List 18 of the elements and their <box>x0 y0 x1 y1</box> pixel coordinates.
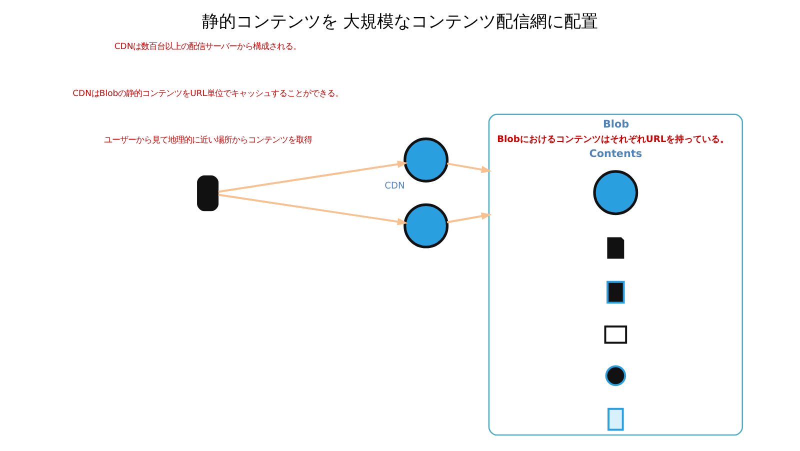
label: CDNは数百台以上の配信サーバーから構成される。 <box>114 40 302 51</box>
label: CDNはBlobの静的コンテンツをURL単位でキャッシュすることができる。 <box>72 88 343 98</box>
node-film <box>608 408 624 431</box>
node-globe <box>593 170 638 216</box>
node-notebook <box>606 280 625 304</box>
arrow <box>218 194 408 226</box>
node-person <box>197 175 219 212</box>
arrow <box>446 162 492 174</box>
node-globe <box>404 203 449 248</box>
node-label: CDN <box>384 181 405 192</box>
cluster: Blob BlobにおけるコンテンツはそれぞれURLを持っている。 Contents <box>488 114 744 436</box>
arrow <box>446 212 492 224</box>
diagram-title: 静的コンテンツを 大規模なコンテンツ配信網に配置 <box>202 10 598 31</box>
arrow <box>218 160 408 193</box>
label: ユーザーから見て地理的に近い場所からコンテンツを取得 <box>104 134 312 145</box>
node-music <box>605 365 626 386</box>
node-box <box>604 326 628 344</box>
node-globe <box>404 138 449 182</box>
